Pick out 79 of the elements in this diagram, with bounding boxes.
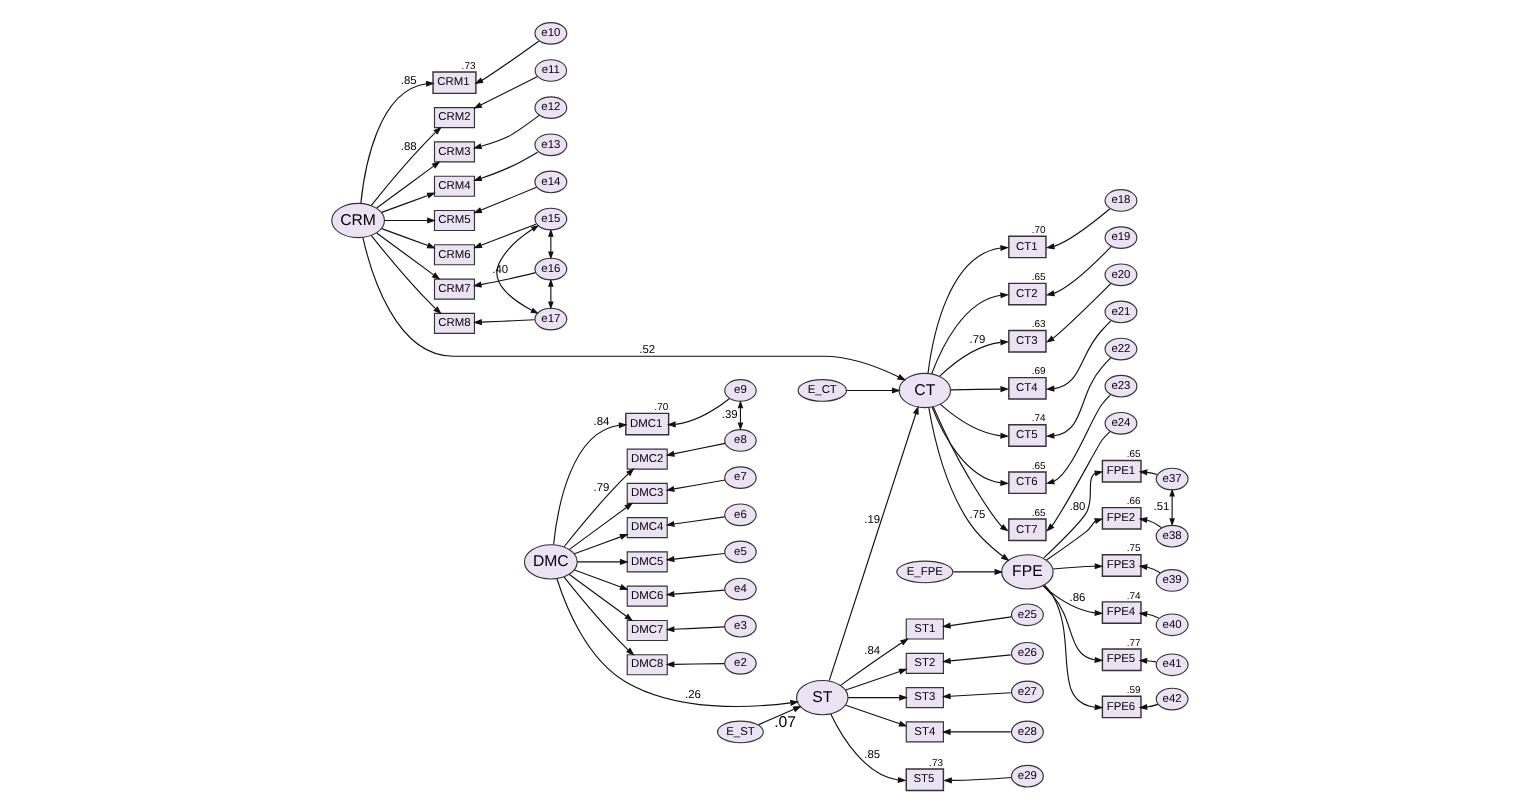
node-label: .07 <box>773 713 796 732</box>
arrow <box>1168 488 1174 527</box>
arrow <box>844 704 907 727</box>
arrow <box>942 776 1011 784</box>
arrow <box>1044 394 1110 485</box>
arrow <box>575 558 628 565</box>
arrow <box>664 442 725 457</box>
node-ellipse: DMC <box>522 544 577 580</box>
arrow <box>572 569 628 590</box>
arrow <box>567 502 633 550</box>
arrow <box>827 405 918 682</box>
arrow <box>1044 208 1110 250</box>
arrow <box>664 516 725 527</box>
arrow <box>940 728 1011 735</box>
arrow <box>844 668 907 691</box>
arrow <box>380 228 435 249</box>
arrow <box>1044 246 1111 297</box>
node-ellipse: CRM <box>330 202 384 239</box>
arrow <box>926 245 1009 374</box>
arrow <box>1044 320 1111 392</box>
arrow <box>495 225 539 314</box>
arrow <box>1045 431 1110 532</box>
arrow <box>471 114 539 150</box>
arrow <box>664 626 725 633</box>
arrow <box>567 573 633 622</box>
arrow <box>940 654 1011 664</box>
arrow <box>1137 657 1156 664</box>
arrow <box>472 319 534 326</box>
arrow <box>1043 584 1103 711</box>
arrow <box>1051 563 1103 570</box>
arrow <box>829 713 906 784</box>
arrow <box>757 705 801 726</box>
arrow <box>1137 564 1160 574</box>
arrow <box>1137 703 1158 711</box>
arrow <box>845 387 900 394</box>
arrow <box>472 151 538 182</box>
arrow <box>369 235 441 315</box>
arrow <box>572 533 628 555</box>
arrow <box>930 406 1009 486</box>
arrow <box>359 80 434 204</box>
arrow <box>839 638 908 686</box>
arrow <box>940 616 1011 629</box>
arrow <box>927 406 1009 562</box>
arrow <box>665 398 729 428</box>
arrow <box>380 192 435 213</box>
arrow <box>1045 518 1103 561</box>
node-ellipse: ST <box>795 679 848 716</box>
arrow <box>383 217 435 224</box>
arrow <box>1044 283 1111 343</box>
arrow <box>931 406 1008 532</box>
arrow <box>930 292 1009 375</box>
arrow <box>1137 469 1157 476</box>
arrow <box>664 589 725 598</box>
arrow <box>552 422 627 546</box>
arrow <box>664 479 725 492</box>
arrow <box>1137 517 1161 529</box>
arrow <box>664 552 725 563</box>
arrow <box>846 694 907 701</box>
arrow <box>940 692 1011 700</box>
arrow <box>472 186 537 214</box>
arrow <box>938 339 1009 377</box>
arrow <box>938 403 1009 439</box>
arrow <box>1137 611 1159 619</box>
arrow <box>471 272 536 288</box>
arrow <box>369 126 441 206</box>
arrow <box>562 576 634 656</box>
arrow <box>1042 585 1103 663</box>
arrow <box>472 223 536 249</box>
arrow <box>562 468 634 548</box>
arrow <box>1044 357 1111 439</box>
arrow <box>664 661 725 668</box>
arrow <box>473 40 539 85</box>
arrow <box>472 76 537 109</box>
arrow <box>1041 585 1103 616</box>
arrow <box>951 568 1003 575</box>
arrow <box>1042 470 1103 559</box>
arrow <box>375 232 440 280</box>
arrow <box>375 161 440 209</box>
arrow <box>949 386 1009 393</box>
